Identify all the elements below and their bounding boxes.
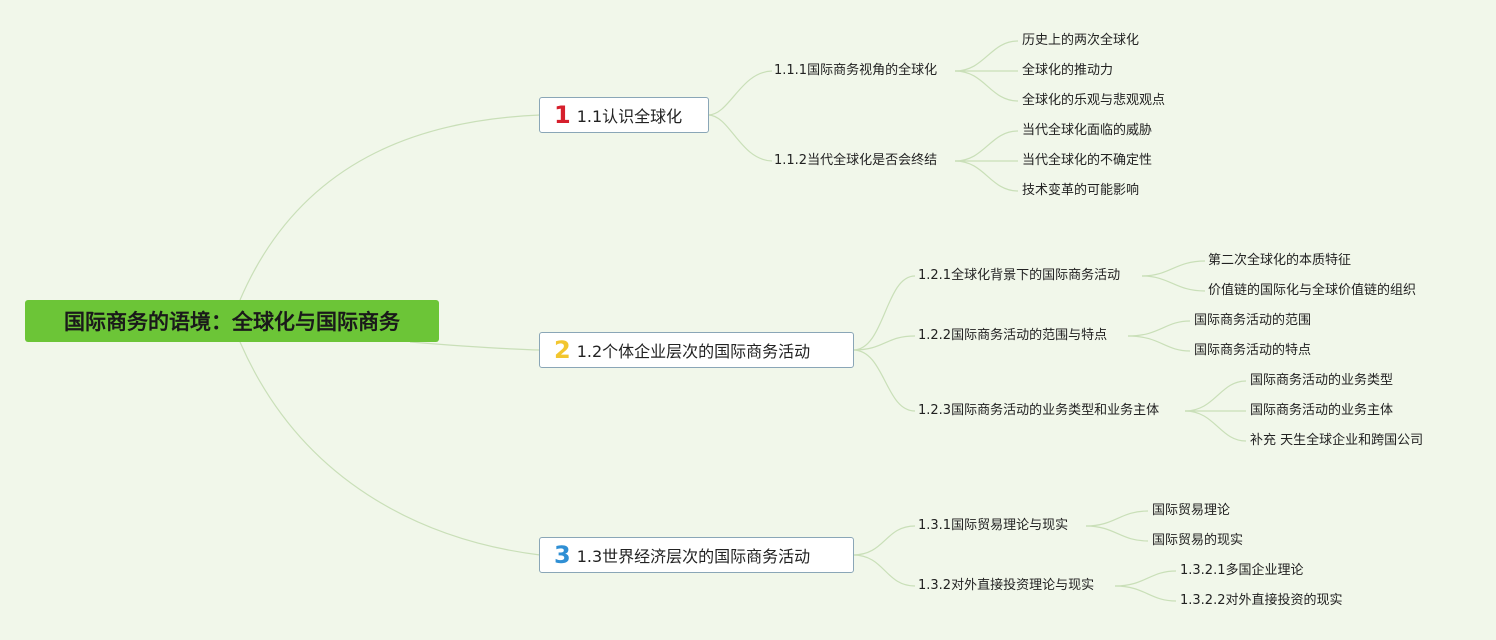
leaf-node[interactable]: 价值链的国际化与全球价值链的组织 bbox=[1208, 283, 1417, 298]
leaf-node[interactable]: 国际商务活动的范围 bbox=[1194, 313, 1312, 328]
connector bbox=[954, 160, 1019, 192]
connector bbox=[1085, 525, 1149, 542]
leaf-node[interactable]: 当代全球化面临的威胁 bbox=[1022, 123, 1153, 138]
topic-label: 1.3世界经济层次的国际商务活动 bbox=[576, 547, 811, 566]
number-1-icon: 1 bbox=[554, 101, 571, 129]
connector bbox=[1141, 260, 1206, 277]
leaf-node[interactable]: 1.3.2.1多国企业理论 bbox=[1180, 563, 1304, 578]
connector bbox=[954, 130, 1019, 162]
leaf-node[interactable]: 第二次全球化的本质特征 bbox=[1208, 253, 1352, 268]
topic-1[interactable]: 1 1.1认识全球化 bbox=[539, 97, 709, 133]
connector bbox=[239, 341, 541, 556]
connector bbox=[1127, 335, 1191, 352]
topic-label: 1.2个体企业层次的国际商务活动 bbox=[576, 342, 811, 361]
topic-label: 1.1认识全球化 bbox=[576, 107, 683, 126]
subtopic-1-2-3[interactable]: 1.2.3国际商务活动的业务类型和业务主体 bbox=[918, 403, 1160, 418]
leaf-node[interactable]: 历史上的两次全球化 bbox=[1022, 33, 1140, 48]
leaf-node[interactable]: 全球化的乐观与悲观观点 bbox=[1022, 93, 1166, 108]
connector bbox=[852, 554, 916, 587]
connector bbox=[1141, 275, 1206, 292]
connector bbox=[1114, 585, 1177, 602]
leaf-node[interactable]: 国际商务活动的业务类型 bbox=[1250, 373, 1394, 388]
leaf-node[interactable]: 国际贸易理论 bbox=[1152, 503, 1231, 518]
connector bbox=[852, 349, 916, 412]
connector bbox=[852, 335, 916, 351]
number-3-icon: 3 bbox=[554, 541, 571, 569]
leaf-node[interactable]: 当代全球化的不确定性 bbox=[1022, 153, 1153, 168]
connector bbox=[954, 70, 1019, 102]
connector bbox=[1127, 320, 1191, 337]
subtopic-1-3-2[interactable]: 1.3.2对外直接投资理论与现实 bbox=[918, 578, 1095, 593]
leaf-node[interactable]: 技术变革的可能影响 bbox=[1022, 183, 1140, 198]
connector bbox=[954, 40, 1019, 72]
subtopic-1-1-1[interactable]: 1.1.1国际商务视角的全球化 bbox=[774, 63, 938, 78]
leaf-node[interactable]: 国际贸易的现实 bbox=[1152, 533, 1244, 548]
connector bbox=[1085, 510, 1149, 527]
root-title: 国际商务的语境：全球化与国际商务 bbox=[64, 310, 400, 334]
leaf-node[interactable]: 国际商务活动的业务主体 bbox=[1250, 403, 1394, 418]
connector bbox=[239, 114, 541, 301]
topic-2[interactable]: 2 1.2个体企业层次的国际商务活动 bbox=[539, 332, 854, 368]
leaf-node[interactable]: 国际商务活动的特点 bbox=[1194, 343, 1312, 358]
connector bbox=[852, 525, 916, 556]
subtopic-1-3-1[interactable]: 1.3.1国际贸易理论与现实 bbox=[918, 518, 1069, 533]
connector bbox=[1184, 380, 1247, 412]
connector bbox=[852, 275, 916, 351]
connector bbox=[1114, 570, 1177, 587]
number-2-icon: 2 bbox=[554, 336, 571, 364]
topic-3[interactable]: 3 1.3世界经济层次的国际商务活动 bbox=[539, 537, 854, 573]
leaf-node[interactable]: 全球化的推动力 bbox=[1022, 63, 1114, 78]
connector bbox=[409, 341, 541, 351]
subtopic-1-1-2[interactable]: 1.1.2当代全球化是否会终结 bbox=[774, 153, 938, 168]
connector bbox=[1184, 410, 1247, 442]
subtopic-1-2-1[interactable]: 1.2.1全球化背景下的国际商务活动 bbox=[918, 268, 1121, 283]
connector bbox=[707, 70, 773, 116]
root-topic[interactable]: 国际商务的语境：全球化与国际商务 bbox=[25, 300, 439, 342]
subtopic-1-2-2[interactable]: 1.2.2国际商务活动的范围与特点 bbox=[918, 328, 1108, 343]
connector bbox=[707, 114, 773, 162]
leaf-node[interactable]: 1.3.2.2对外直接投资的现实 bbox=[1180, 593, 1343, 608]
leaf-node[interactable]: 补充 天生全球企业和跨国公司 bbox=[1250, 433, 1424, 448]
